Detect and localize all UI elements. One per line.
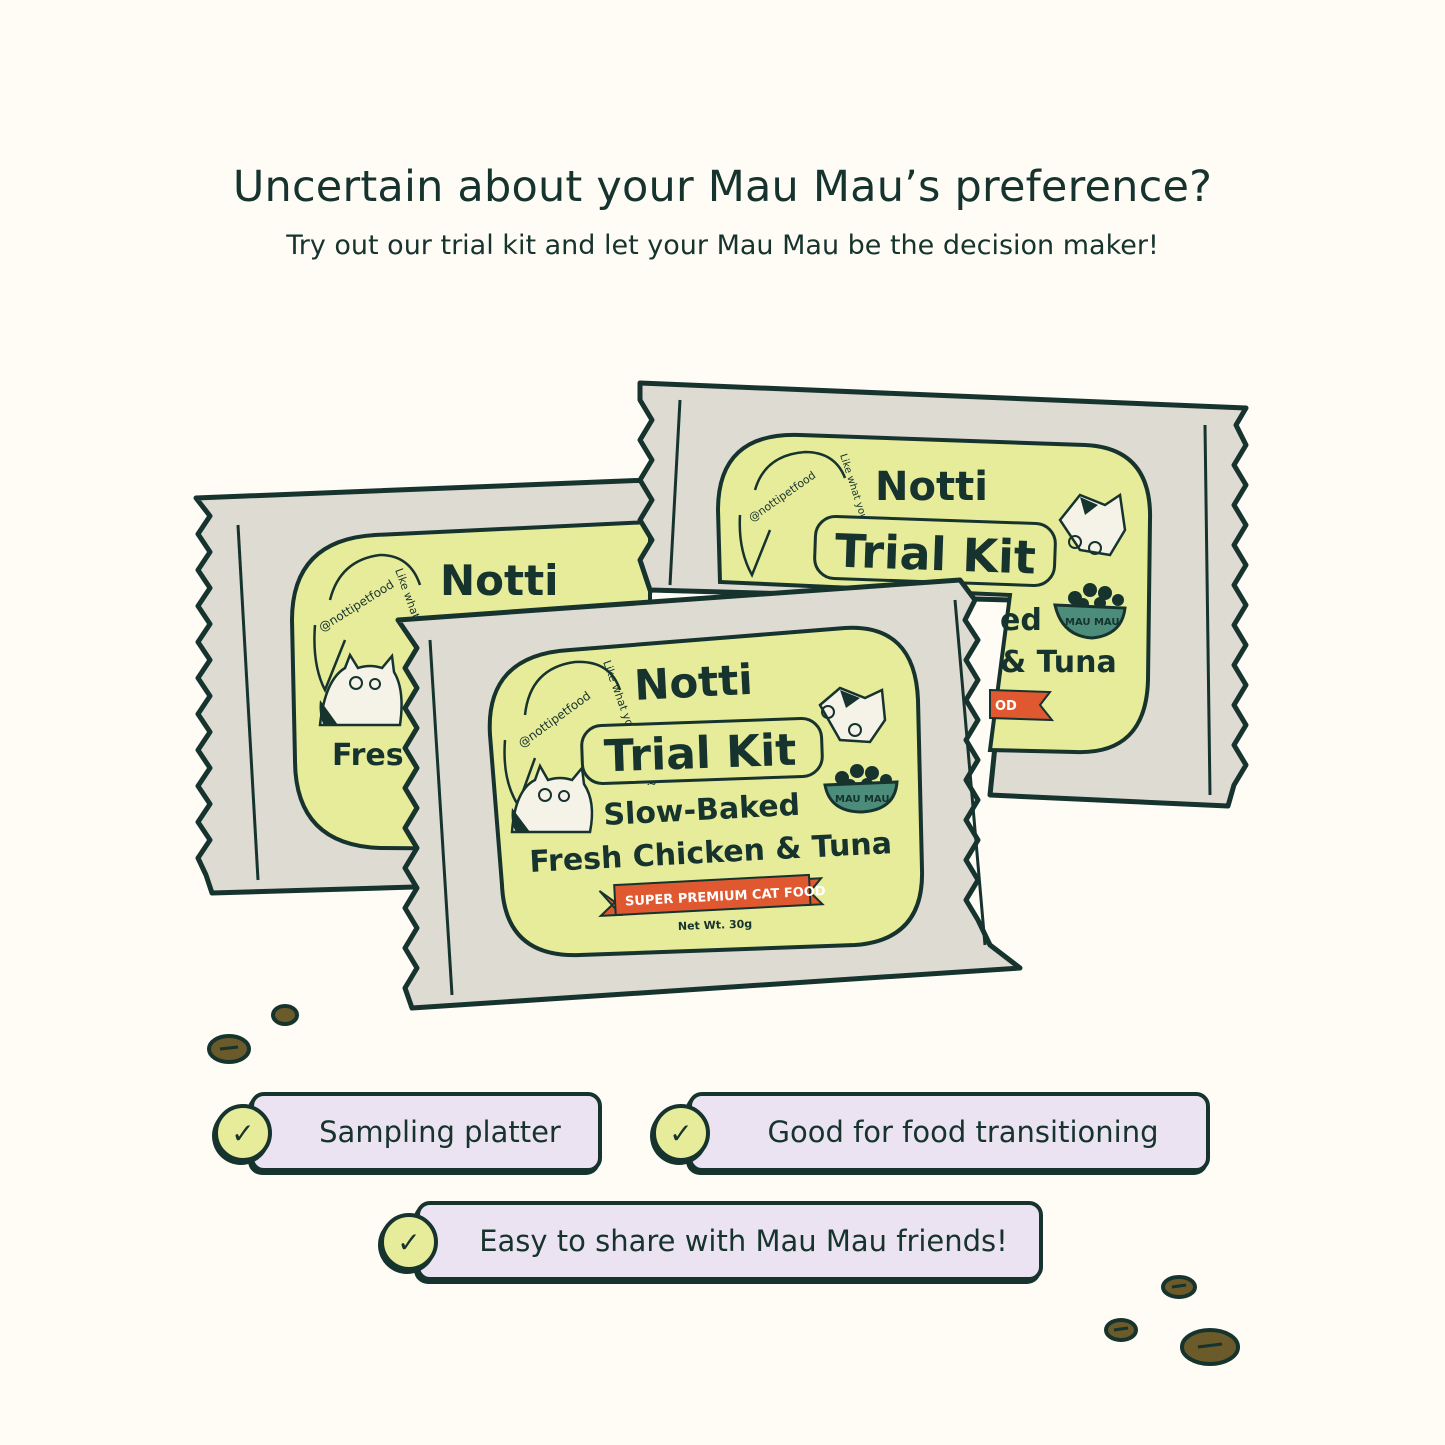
check-icon: ✓ — [652, 1104, 710, 1162]
svg-text:MAU MAU: MAU MAU — [1065, 617, 1120, 628]
packet-net-weight: Net Wt. 30g — [678, 917, 753, 933]
packet-flavor-partial: & Tuna — [1000, 645, 1117, 680]
kibble-icon — [207, 1004, 1240, 1366]
packet-flavor-partial: ed — [1000, 603, 1042, 638]
packet-ribbon: SUPER PREMIUM CAT FOOD — [598, 873, 826, 917]
cat-face-icon — [818, 686, 887, 744]
food-bowl-icon: MAU MAU — [1053, 583, 1127, 640]
feature-food-transitioning: ✓ Good for food transitioning — [652, 1092, 1210, 1172]
packet-ribbon-partial: OD — [995, 699, 1017, 714]
headline: Uncertain about your Mau Mau’s preferenc… — [232, 162, 1213, 212]
packet-brand: Notti — [440, 556, 559, 605]
packet-title: Trial Kit — [834, 524, 1037, 585]
cat-icon — [510, 763, 594, 834]
feature-sampling-platter: ✓ Sampling platter — [214, 1092, 602, 1172]
packet-title: Trial Kit — [603, 725, 797, 783]
svg-text:MAU MAU: MAU MAU — [835, 794, 890, 805]
check-icon: ✓ — [380, 1213, 438, 1271]
packet-brand: Notti — [633, 655, 754, 710]
cat-face-icon — [1058, 492, 1127, 557]
feature-label: Sampling platter — [250, 1092, 602, 1172]
cat-icon — [318, 652, 403, 727]
subline: Try out our trial kit and let your Mau M… — [286, 230, 1159, 261]
feature-label: Good for food transitioning — [688, 1092, 1210, 1172]
check-icon: ✓ — [214, 1104, 272, 1162]
packet-flavor-partial: Fres — [332, 738, 404, 773]
packet-front: @nottipetfood Like what you're tastin'? … — [395, 577, 1023, 1011]
feature-easy-to-share: ✓ Easy to share with Mau Mau friends! — [380, 1201, 1043, 1281]
feature-label: Easy to share with Mau Mau friends! — [416, 1201, 1043, 1281]
packet-brand: Notti — [875, 464, 988, 510]
food-bowl-icon: MAU MAU — [823, 764, 899, 814]
